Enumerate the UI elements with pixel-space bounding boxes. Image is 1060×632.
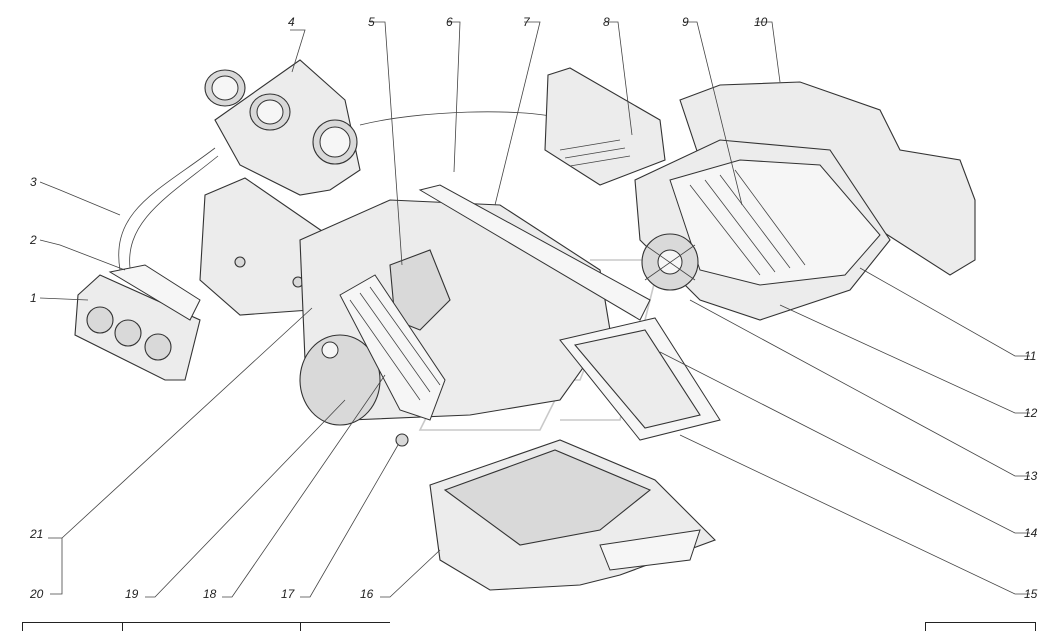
part-1-control-panel (74, 264, 201, 381)
control-cables (118, 111, 561, 271)
callout-7: 7 (523, 15, 531, 29)
part-15-gasket-frame (559, 317, 721, 441)
callout-14: 14 (1024, 526, 1038, 540)
callout-16: 16 (360, 587, 374, 601)
title-block-divider (300, 622, 301, 631)
callout-6: 6 (446, 15, 453, 29)
part-4-air-duct-outlet (204, 59, 361, 196)
callout-8: 8 (603, 15, 610, 29)
leader-lines (39, 21, 1030, 598)
callout-2: 2 (29, 233, 37, 247)
callout-21: 21 (29, 527, 43, 541)
callout-13: 13 (1024, 469, 1038, 483)
callout-15: 15 (1024, 587, 1038, 601)
heater-housing (299, 199, 611, 426)
title-block-border-right (925, 622, 1035, 632)
part-8-bracket (544, 67, 666, 186)
title-block-border-left (22, 622, 390, 632)
title-block-divider (1035, 622, 1036, 631)
part-7-cover-plate (418, 184, 651, 321)
callout-3: 3 (30, 175, 37, 189)
callout-1: 1 (30, 291, 37, 305)
callout-10: 10 (754, 15, 768, 29)
callout-17: 17 (281, 587, 296, 601)
callout-19: 19 (125, 587, 139, 601)
callout-20: 20 (29, 587, 44, 601)
callout-18: 18 (203, 587, 217, 601)
callout-4: 4 (288, 15, 295, 29)
callout-labels: 1 2 3 4 5 6 7 8 9 10 11 12 13 14 15 16 1… (29, 15, 1038, 601)
part-19-heater-core (339, 274, 446, 421)
title-block-divider (122, 622, 123, 631)
callout-12: 12 (1024, 406, 1038, 420)
title-block-divider (22, 622, 23, 631)
callout-9: 9 (682, 15, 689, 29)
callout-5: 5 (368, 15, 375, 29)
callout-11: 11 (1024, 349, 1036, 363)
part-17-screw (395, 433, 409, 447)
part-13-blower-fan (641, 233, 699, 291)
part-16-lower-housing (429, 439, 716, 591)
title-block-divider (925, 622, 926, 631)
